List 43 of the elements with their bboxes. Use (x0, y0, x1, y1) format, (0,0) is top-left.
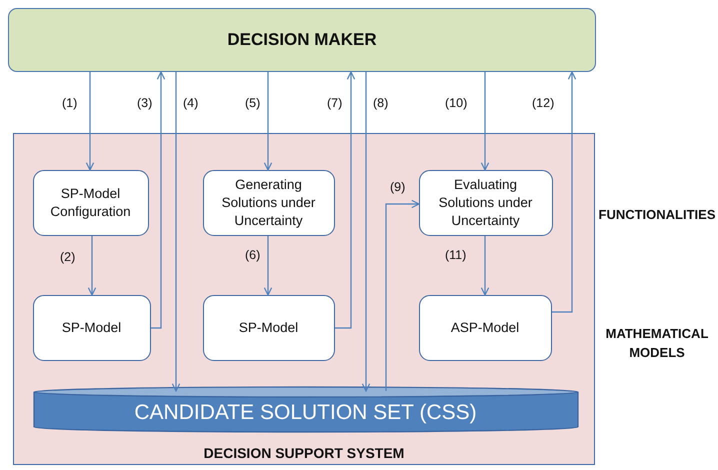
edge-label: (12) (532, 96, 554, 110)
edge-label: (7) (327, 96, 342, 110)
edge-label: (9) (390, 180, 406, 194)
edge-label: (2) (60, 250, 76, 264)
arrow (151, 71, 166, 329)
arrow (264, 236, 272, 296)
arrow (172, 72, 180, 392)
system-frame (13, 133, 595, 465)
arrow (86, 72, 94, 171)
node-label: SP-Model Configuration (49, 184, 132, 220)
process-box (202, 294, 334, 360)
arrow (264, 72, 272, 171)
arrow (88, 236, 96, 296)
arrow (480, 236, 490, 296)
node-label: SP-Model (238, 318, 298, 336)
node-label: Evaluating Solutions under Uncertainty (438, 176, 534, 230)
arrow (335, 71, 356, 329)
node-label: CANDIDATE SOLUTION SET (CSS) (134, 401, 477, 425)
edge-label: (6) (245, 248, 260, 262)
process-box (32, 170, 148, 236)
arrow (385, 200, 420, 391)
node-label: ASP-Model (450, 318, 520, 336)
node-label: Generating Solutions under Uncertainty (220, 176, 316, 230)
arrow (362, 72, 370, 392)
edge-label: (8) (373, 96, 388, 110)
edge-label: (1) (62, 96, 78, 110)
layer-label: MATHEMATICAL MODELS (604, 325, 710, 362)
arrow (480, 72, 490, 171)
frame-title: DECISION SUPPORT SYSTEM (202, 445, 406, 461)
node-label: SP-Model (62, 318, 122, 336)
process-box (202, 170, 334, 236)
process-box (418, 170, 552, 236)
edge-label: (11) (445, 248, 466, 262)
edge-label: (10) (445, 96, 468, 110)
process-box (32, 294, 150, 360)
arrow (552, 71, 576, 313)
layer-label: FUNCTIONALITIES (598, 206, 716, 224)
edge-label: (5) (245, 96, 260, 110)
node-label: DECISION MAKER (227, 30, 377, 50)
actor-box (8, 8, 596, 72)
edge-label: (4) (183, 96, 198, 110)
process-box (418, 294, 552, 360)
edge-label: (3) (137, 96, 152, 110)
